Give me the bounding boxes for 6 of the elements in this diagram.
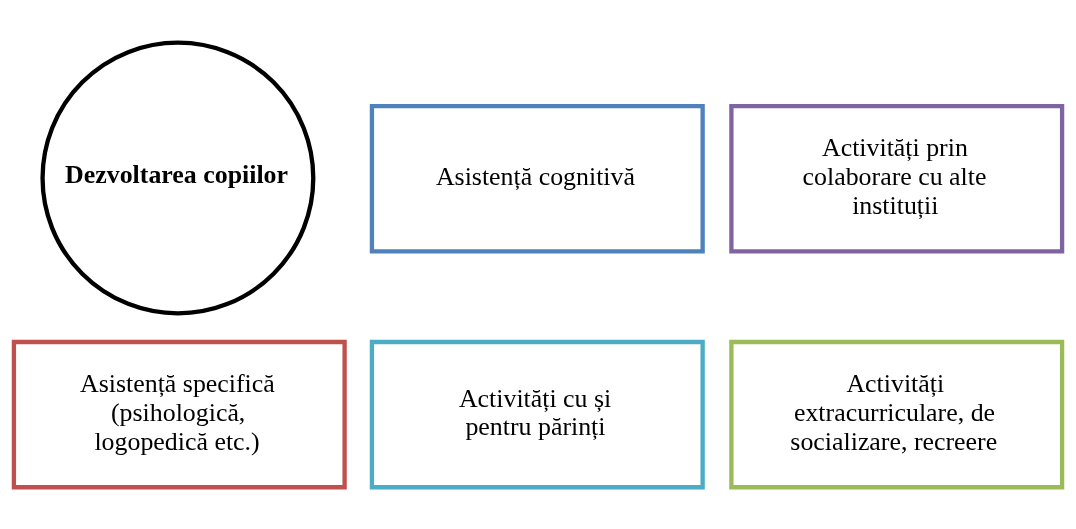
node-circle: Dezvoltarea copiilor [40,40,316,316]
node-box: Activități cu și pentru părinți [369,339,705,489]
node-box: Asistență specifică (psihologică, logopedică etc.) [11,339,347,489]
node-box: Asistență cognitivă [369,103,705,254]
node-box: Activități prin colaborare cu alte instituții [729,103,1065,254]
node-box: Activități extracurriculare, de socializare, recreere [729,339,1065,489]
